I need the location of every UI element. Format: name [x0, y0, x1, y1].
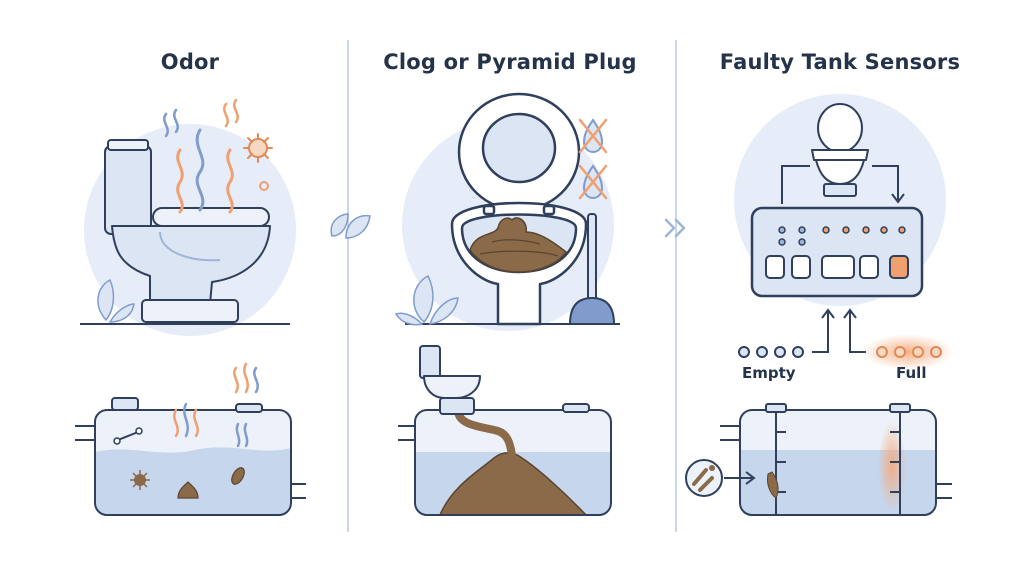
odor-wave-icon	[163, 98, 239, 214]
plunger-icon	[566, 213, 618, 325]
empty-indicator-lights	[738, 346, 804, 358]
full-indicator-lights	[862, 334, 954, 370]
connector-arrows	[781, 165, 905, 204]
label-full: Full	[896, 364, 927, 382]
magnifier-icon	[685, 459, 756, 497]
odor-tank	[75, 362, 306, 516]
leaf-icon	[97, 278, 135, 323]
panel-title-odor: Odor	[160, 50, 220, 74]
sensor-probe-right	[890, 412, 901, 514]
germ-icon	[130, 470, 150, 490]
toilet-icon	[811, 103, 869, 197]
sensor-wiring	[812, 308, 866, 353]
sensor-probe-left	[767, 412, 786, 514]
label-empty: Empty	[742, 364, 796, 382]
no-water-icon	[578, 164, 608, 200]
leaf-icon	[394, 274, 459, 326]
panel-title-sensors: Faulty Tank Sensors	[719, 50, 961, 74]
chevron-right-icon	[664, 218, 686, 238]
control-panel-icon	[750, 206, 924, 298]
toilet-icon	[104, 139, 271, 323]
dot-icon	[259, 181, 269, 191]
panel-title-clog: Clog or Pyramid Plug	[383, 50, 637, 74]
clog-tank	[398, 345, 612, 516]
sensor-tank	[720, 403, 952, 516]
no-water-icon	[578, 118, 608, 154]
leaf-icon	[330, 213, 371, 239]
germ-icon	[243, 133, 273, 163]
clog-waste	[469, 217, 568, 273]
